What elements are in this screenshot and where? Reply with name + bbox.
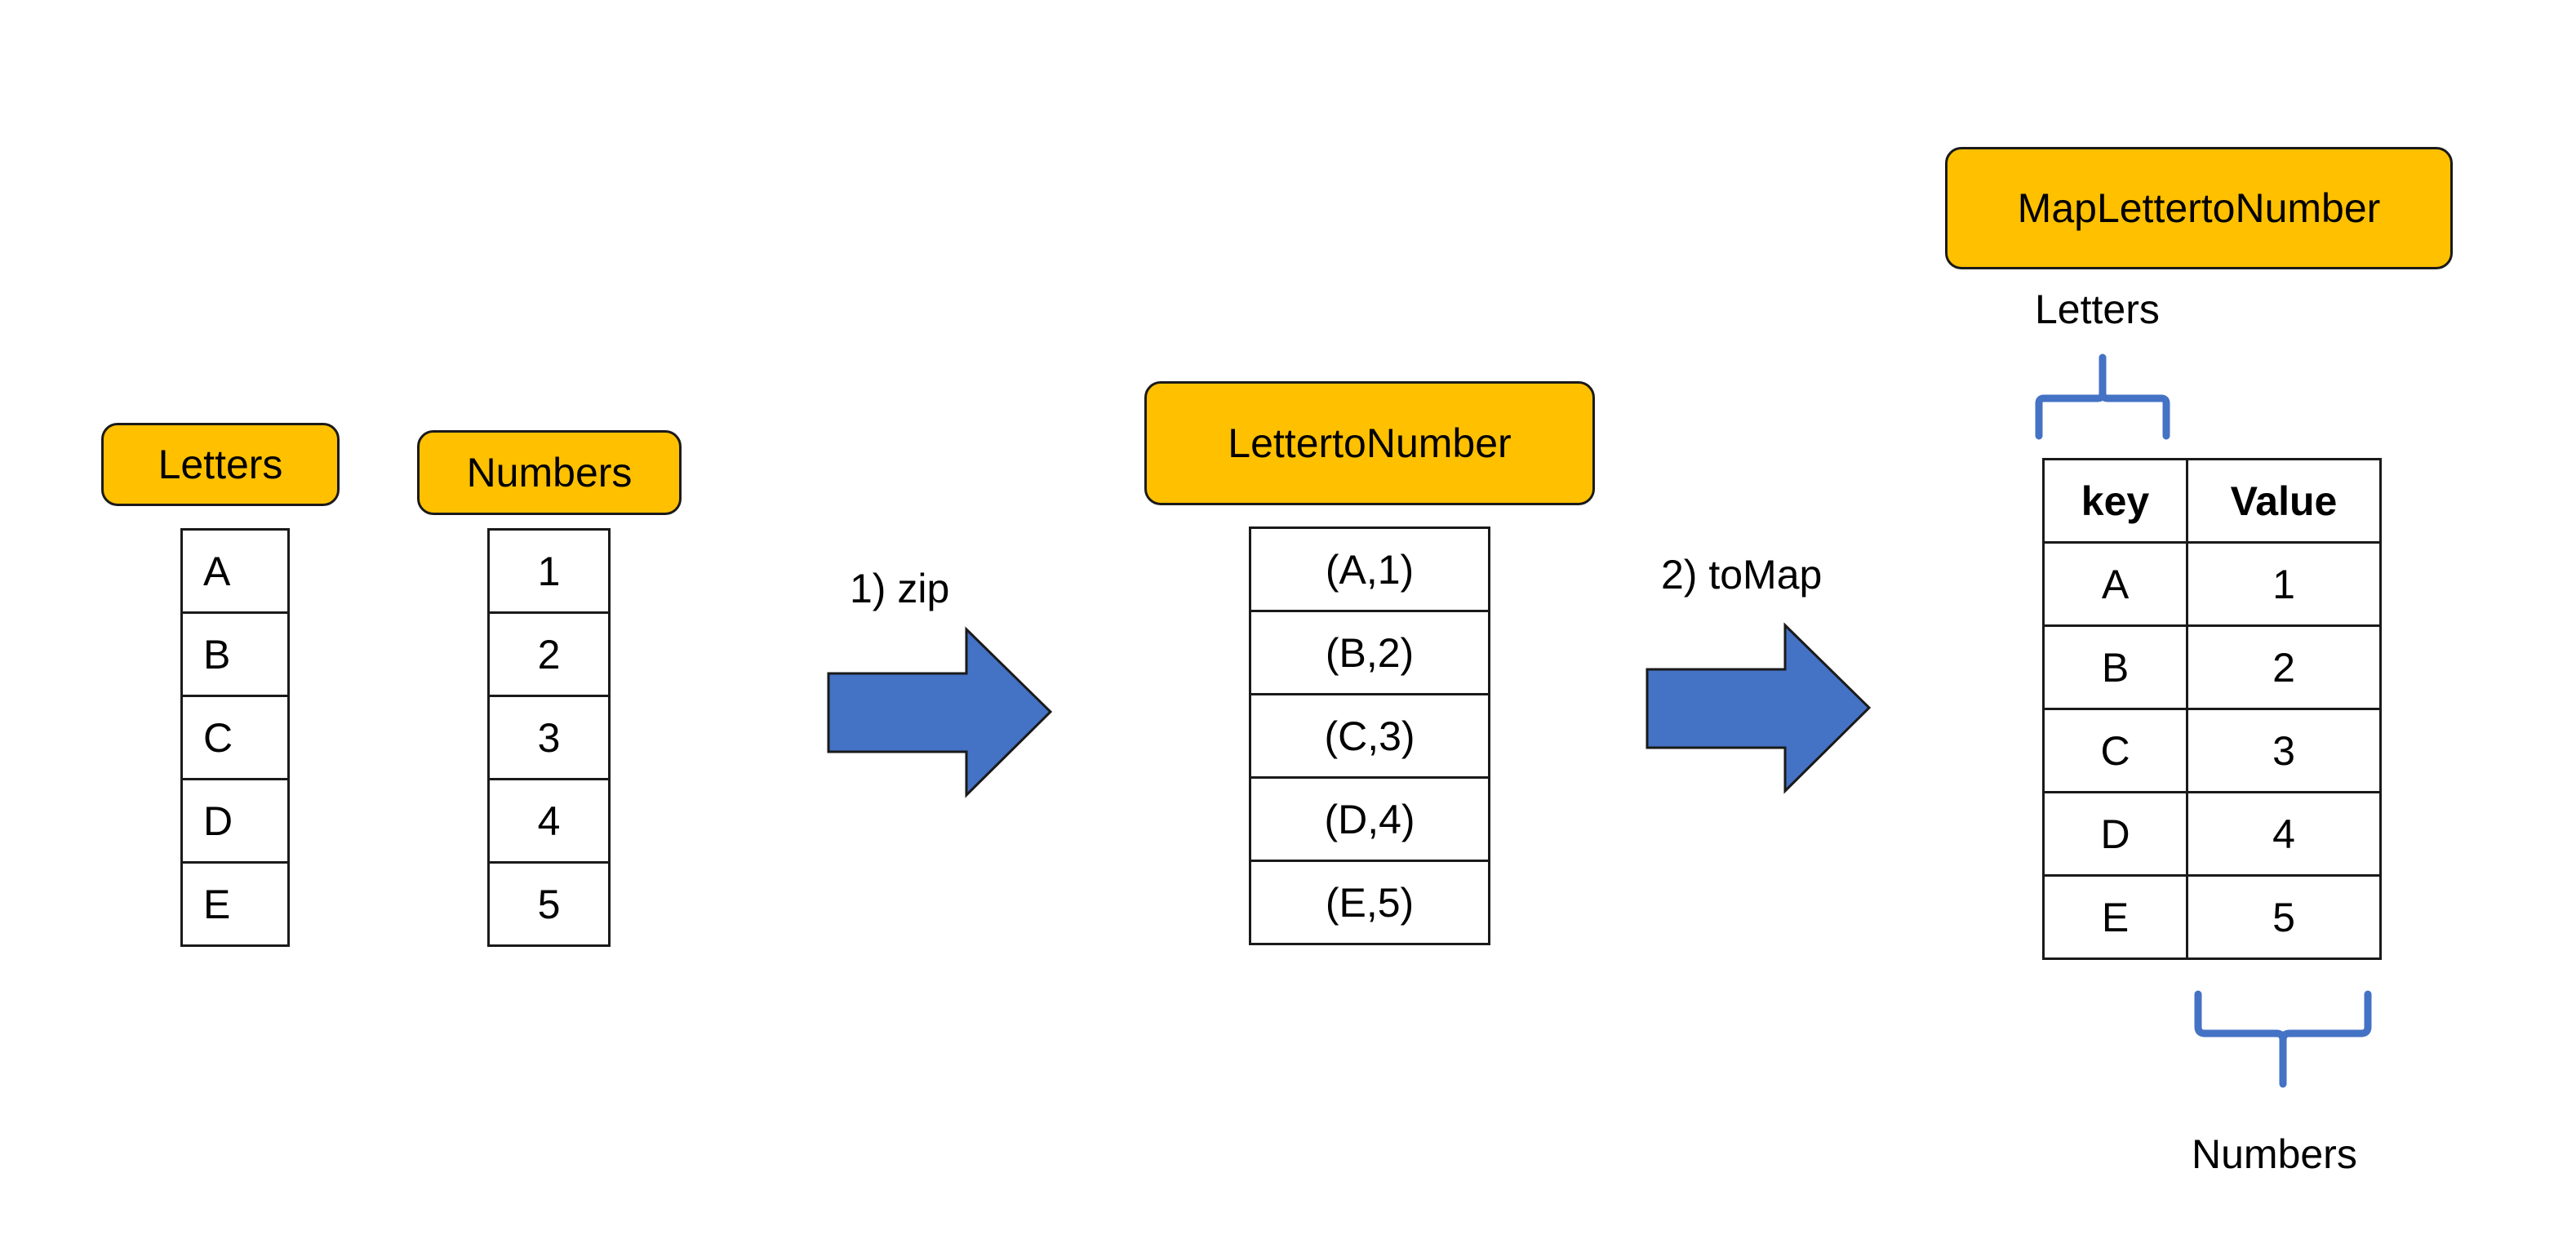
keys-brace-icon bbox=[2035, 353, 2170, 440]
step1-label: 1) zip bbox=[850, 566, 950, 611]
pairs-list: (A,1) (B,2) (C,3) (D,4) (E,5) bbox=[1249, 526, 1490, 945]
numbers-title-box: Numbers bbox=[417, 430, 682, 515]
to-map-arrow-icon bbox=[1646, 622, 1872, 794]
pair-cell: (E,5) bbox=[1249, 860, 1490, 945]
letter-cell: D bbox=[180, 778, 290, 864]
table-row: A 1 bbox=[2042, 541, 2382, 627]
table-row: B 2 bbox=[2042, 624, 2382, 710]
letter-cell: A bbox=[180, 528, 290, 614]
value-cell: 2 bbox=[2186, 624, 2382, 710]
keys-brace-label: Letters bbox=[2035, 287, 2160, 332]
list-item: B bbox=[180, 611, 290, 697]
list-item: 2 bbox=[487, 611, 611, 697]
letter-to-number-title-box: LettertoNumber bbox=[1144, 381, 1595, 505]
letters-title: Letters bbox=[158, 442, 283, 487]
key-cell: D bbox=[2042, 791, 2188, 877]
number-cell: 1 bbox=[487, 528, 611, 614]
list-item: (E,5) bbox=[1249, 860, 1490, 945]
value-cell: 4 bbox=[2186, 791, 2382, 877]
key-cell: E bbox=[2042, 874, 2188, 960]
list-item: E bbox=[180, 861, 290, 947]
letter-cell: B bbox=[180, 611, 290, 697]
letter-cell: C bbox=[180, 695, 290, 780]
number-cell: 5 bbox=[487, 861, 611, 947]
letter-to-number-title: LettertoNumber bbox=[1228, 420, 1512, 466]
number-cell: 3 bbox=[487, 695, 611, 780]
list-item: 1 bbox=[487, 528, 611, 614]
table-row: C 3 bbox=[2042, 708, 2382, 793]
pair-cell: (B,2) bbox=[1249, 610, 1490, 695]
step2-label: 2) toMap bbox=[1661, 552, 1823, 598]
table-header-row: key Value bbox=[2042, 458, 2382, 544]
list-item: (B,2) bbox=[1249, 610, 1490, 695]
value-cell: 3 bbox=[2186, 708, 2382, 793]
value-cell: 1 bbox=[2186, 541, 2382, 627]
list-item: 5 bbox=[487, 861, 611, 947]
key-header: key bbox=[2042, 458, 2188, 544]
key-cell: B bbox=[2042, 624, 2188, 710]
zip-arrow-icon bbox=[827, 626, 1053, 798]
letters-list: A B C D E bbox=[180, 528, 290, 947]
value-cell: 5 bbox=[2186, 874, 2382, 960]
letter-cell: E bbox=[180, 861, 290, 947]
numbers-title: Numbers bbox=[466, 450, 633, 495]
list-item: 3 bbox=[487, 695, 611, 780]
pair-cell: (D,4) bbox=[1249, 776, 1490, 862]
list-item: A bbox=[180, 528, 290, 614]
value-header: Value bbox=[2186, 458, 2382, 544]
pair-cell: (A,1) bbox=[1249, 526, 1490, 612]
pair-cell: (C,3) bbox=[1249, 693, 1490, 779]
list-item: (A,1) bbox=[1249, 526, 1490, 612]
key-cell: A bbox=[2042, 541, 2188, 627]
number-cell: 4 bbox=[487, 778, 611, 864]
list-item: C bbox=[180, 695, 290, 780]
list-item: 4 bbox=[487, 778, 611, 864]
table-row: E 5 bbox=[2042, 874, 2382, 960]
values-brace-icon bbox=[2194, 990, 2372, 1088]
map-table: key Value A 1 B 2 C 3 D 4 E 5 bbox=[2042, 458, 2382, 960]
list-item: (D,4) bbox=[1249, 776, 1490, 862]
letters-title-box: Letters bbox=[101, 423, 340, 506]
values-brace-label: Numbers bbox=[2192, 1131, 2357, 1177]
key-cell: C bbox=[2042, 708, 2188, 793]
numbers-list: 1 2 3 4 5 bbox=[487, 528, 611, 947]
map-title: MapLettertoNumber bbox=[2017, 185, 2381, 231]
number-cell: 2 bbox=[487, 611, 611, 697]
table-row: D 4 bbox=[2042, 791, 2382, 877]
map-title-box: MapLettertoNumber bbox=[1945, 147, 2453, 269]
list-item: (C,3) bbox=[1249, 693, 1490, 779]
list-item: D bbox=[180, 778, 290, 864]
